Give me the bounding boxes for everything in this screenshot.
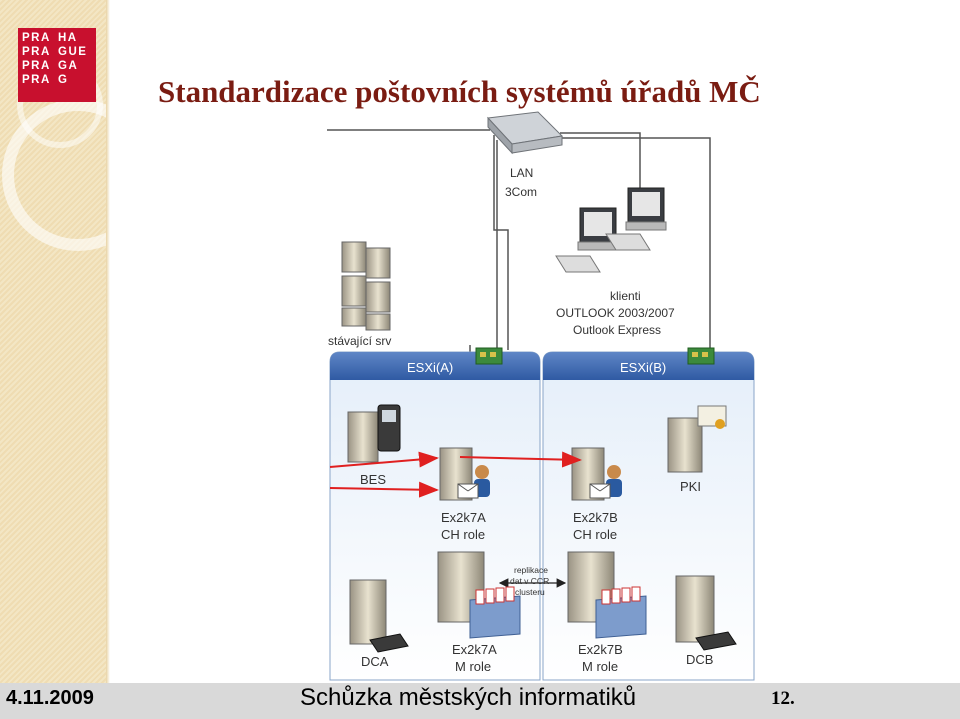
esxi-b-label: ESXi(B) [620, 360, 666, 375]
exchange-b-ch-role: CH role [573, 527, 617, 542]
logo-text-0-0: PRA [22, 32, 51, 44]
bes-server-icon [347, 404, 401, 463]
replication-label-3: clusteru [515, 587, 545, 597]
bes-label: BES [360, 472, 386, 487]
switch-label-vendor: 3Com [505, 185, 537, 199]
clients-label: klienti [610, 289, 641, 303]
logo-text-1-0: PRA [22, 46, 51, 58]
logo-text-2-0: PRA [22, 60, 51, 72]
logo-text-2-1: GA [58, 60, 79, 72]
exchange-a-m-server-icon [437, 551, 521, 639]
exchange-b-m-server-icon [567, 551, 647, 639]
clients-outlook-label: OUTLOOK 2003/2007 [556, 306, 675, 320]
dca-server-icon [349, 579, 409, 653]
dcb-server-icon [675, 575, 737, 651]
lan-cables [327, 129, 711, 362]
mail-flow-arrows [329, 451, 582, 498]
exchange-a-m-role: M role [455, 659, 491, 674]
exchange-b-m-role: M role [582, 659, 618, 674]
footer-date: 4.11.2009 [6, 687, 94, 709]
decorative-side-strip [0, 0, 106, 719]
replication-label-2: dat v CCR [510, 576, 549, 586]
pki-server-icon [667, 405, 727, 473]
pki-label: PKI [680, 479, 701, 494]
side-strip-edge [106, 0, 110, 719]
prague-logo: PRA HA PRA GUE PRA GA PRA G [18, 28, 96, 102]
esxi-a-label: ESXi(A) [407, 360, 453, 375]
existing-server-label: stávající srv [328, 334, 391, 348]
footer-bar [0, 683, 960, 719]
logo-text-1-1: GUE [58, 46, 88, 58]
replication-label-1: replikace [514, 565, 548, 575]
client-workstation-icon [605, 187, 667, 251]
footer-title: Schůzka městských informatiků [300, 684, 637, 711]
logo-text-0-1: HA [58, 32, 78, 44]
page-number: 12. [771, 688, 795, 709]
client-workstation-icon [555, 207, 619, 273]
exchange-a-ch-name: Ex2k7A [441, 510, 486, 525]
exchange-b-m-name: Ex2k7B [578, 642, 623, 657]
switch-label-lan: LAN [510, 166, 533, 180]
logo-text-3-0: PRA [22, 74, 51, 86]
clients-express-label: Outlook Express [573, 323, 661, 337]
network-card-icon [687, 347, 715, 365]
dca-label: DCA [361, 654, 389, 669]
exchange-b-ch-name: Ex2k7B [573, 510, 618, 525]
logo-text-3-1: G [58, 74, 69, 86]
exchange-a-m-name: Ex2k7A [452, 642, 497, 657]
network-card-icon [475, 347, 503, 365]
exchange-a-ch-role: CH role [441, 527, 485, 542]
existing-server-icon [341, 241, 391, 331]
dcb-label: DCB [686, 652, 713, 667]
exchange-b-ch-server-icon [571, 447, 622, 501]
slide-title: Standardizace poštovních systémů úřadů M… [158, 74, 761, 109]
lan-switch-icon [486, 111, 564, 155]
